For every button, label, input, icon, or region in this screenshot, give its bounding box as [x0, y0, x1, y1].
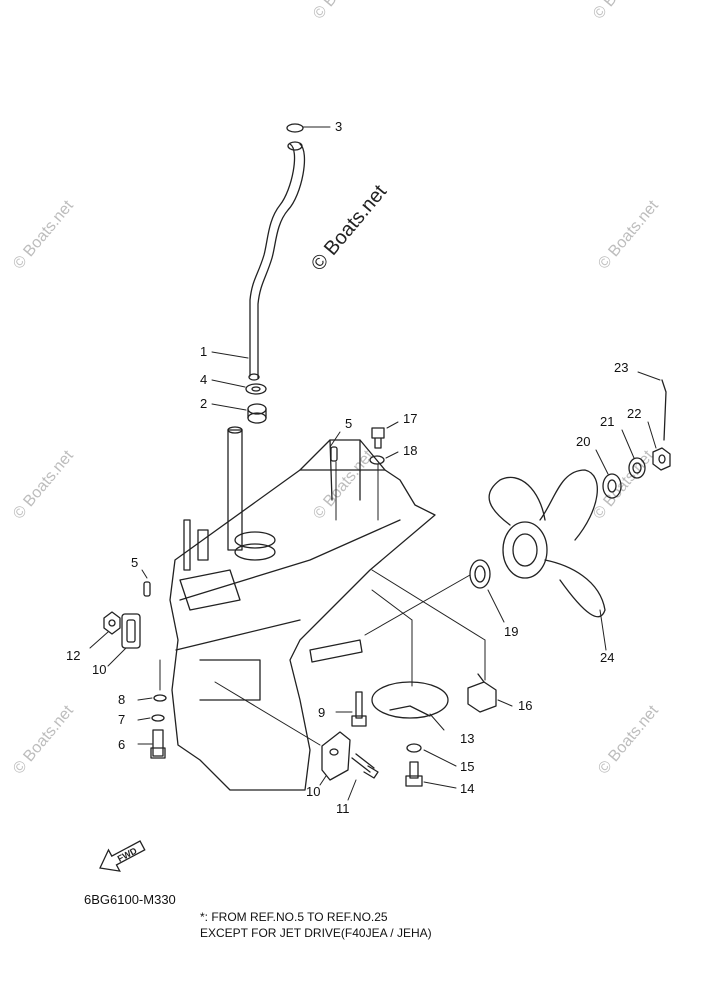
callout-21: 20: [576, 434, 590, 449]
propeller-shaft: [309, 639, 363, 663]
callout-1: 1: [200, 344, 207, 359]
callout-7: 7: [118, 712, 125, 727]
fwd-arrow: FWD: [99, 840, 146, 872]
part-3-oring: [286, 123, 304, 133]
part-5-dowel-left: [143, 581, 151, 597]
part-13-nut: [103, 611, 121, 635]
part-21-spacer: [602, 473, 622, 499]
part-12-screw: [351, 753, 379, 779]
footnote-line-2: EXCEPT FOR JET DRIVE(F40JEA / JEHA): [200, 926, 432, 940]
callout-11: 10: [92, 662, 106, 677]
part-18-bolt: [371, 427, 385, 449]
footnote-line-1: *: FROM REF.NO.5 TO REF.NO.25: [200, 910, 388, 924]
watermark: © Boats.net: [10, 702, 77, 778]
driveshaft: [227, 429, 243, 551]
part-1-water-tube: [249, 143, 296, 377]
watermark: © Boats.net: [10, 447, 77, 523]
callout-25: 24: [600, 650, 614, 665]
watermark: © Boats.net: [590, 0, 657, 23]
callout-2: 2: [200, 396, 207, 411]
part-5-dowel: [330, 446, 338, 462]
callout-16: 15: [460, 759, 474, 774]
footnote: *: FROM REF.NO.5 TO REF.NO.25 EXCEPT FOR…: [200, 909, 432, 941]
callout-5b: 5: [131, 555, 138, 570]
callout-12: 11: [336, 801, 350, 816]
part-7-lockwasher: [151, 714, 165, 722]
callout-14: 13: [460, 731, 474, 746]
callout-24: 23: [614, 360, 628, 375]
part-6-bolt: [150, 729, 166, 759]
part-16-washer: [406, 743, 422, 753]
callout-5: 5: [345, 416, 352, 431]
part-14-trim-tab: [371, 681, 449, 719]
part-23-nut: [652, 447, 671, 471]
part-10-anode: [321, 731, 351, 781]
lower-casing: [169, 469, 436, 791]
part-8-washer: [153, 694, 167, 702]
part-20-spacer: [469, 559, 491, 589]
callout-6: 6: [118, 737, 125, 752]
part-17-anode: [467, 681, 497, 713]
callout-13: 12: [66, 648, 80, 663]
watermark: © Boats.net: [595, 702, 662, 778]
callout-15: 14: [460, 781, 474, 796]
callouts: 3 1 4 2 5 17 18 5 12 10 8 7 6 9 10 11 13…: [66, 119, 641, 816]
part-9-bolt: [351, 691, 367, 727]
part-22-washer: [628, 457, 646, 479]
callout-22: 21: [600, 414, 614, 429]
callout-20: 19: [504, 624, 518, 639]
part-4-grommet: [245, 383, 267, 395]
drawing: [89, 123, 671, 801]
callout-8: 8: [118, 692, 125, 707]
watermark-main: © Boats.net: [307, 180, 391, 275]
watermark: © Boats.net: [310, 447, 377, 523]
watermark-group: © Boats.net © Boats.net © Boats.net © Bo…: [10, 0, 662, 778]
watermark: © Boats.net: [10, 197, 77, 273]
part-19-washer: [369, 455, 385, 465]
callout-17: 16: [518, 698, 532, 713]
watermark: © Boats.net: [595, 197, 662, 273]
callout-3: 3: [335, 119, 342, 134]
leader-lines: [89, 126, 661, 801]
part-24-cotter-pin: [661, 379, 667, 441]
callout-4: 4: [200, 372, 207, 387]
callout-19: 18: [403, 443, 417, 458]
callout-18: 17: [403, 411, 417, 426]
diagram-code: 6BG6100-M330: [84, 892, 176, 907]
watermark: © Boats.net: [310, 0, 377, 23]
part-11-bracket: [121, 613, 141, 649]
callout-9: 9: [318, 705, 325, 720]
callout-10: 10: [306, 784, 320, 799]
part-15-bolt: [405, 761, 423, 787]
callout-23: 22: [627, 406, 641, 421]
part-25-propeller: [488, 469, 606, 618]
